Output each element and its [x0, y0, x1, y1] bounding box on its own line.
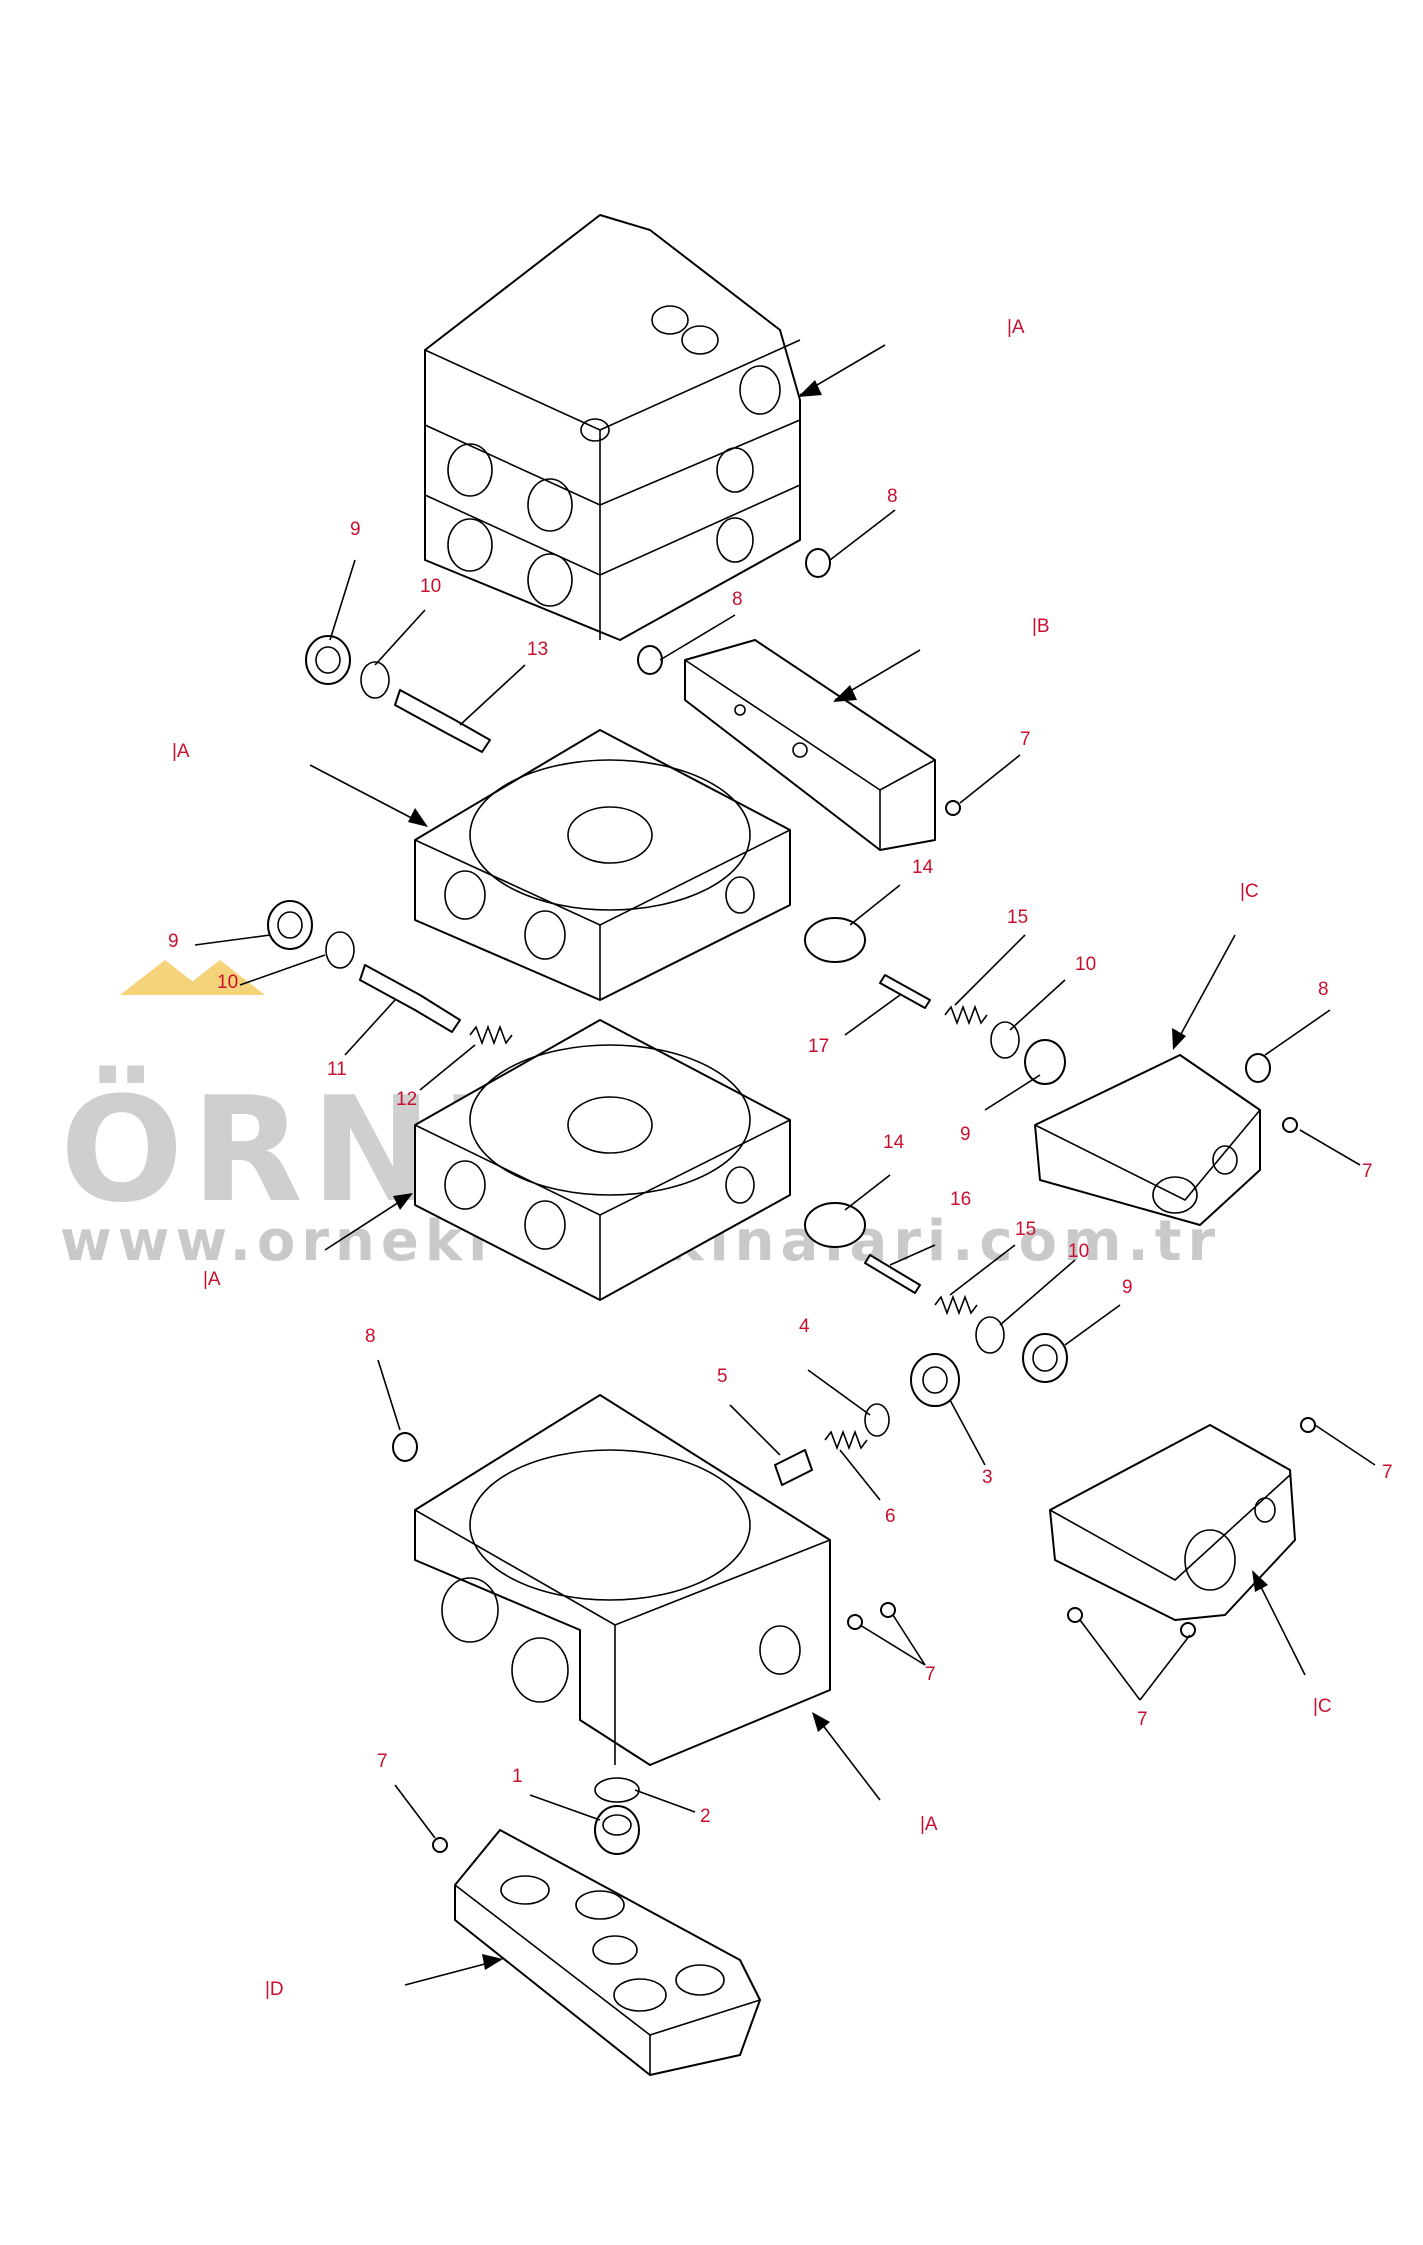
callout-7: 7: [1137, 1709, 1148, 1730]
callout-ref-a: |A: [203, 1269, 221, 1290]
callout-3: 3: [982, 1467, 993, 1488]
callout-15: 15: [1015, 1219, 1036, 1240]
callout-10: 10: [420, 576, 441, 597]
callout-9: 9: [1122, 1277, 1133, 1298]
callout-10: 10: [1068, 1241, 1089, 1262]
callout-9: 9: [168, 931, 179, 952]
callout-7: 7: [377, 1751, 388, 1772]
callout-7: 7: [1382, 1462, 1393, 1483]
callout-8: 8: [887, 486, 898, 507]
watermark-accent-right: [175, 960, 265, 995]
callout-8: 8: [365, 1326, 376, 1347]
callout-2: 2: [700, 1806, 711, 1827]
top-valve-block: [424, 214, 801, 641]
callout-5: 5: [717, 1366, 728, 1387]
callout-ref-c: |C: [1313, 1696, 1332, 1717]
callout-1: 1: [512, 1766, 523, 1787]
callout-14: 14: [883, 1132, 905, 1153]
callout-16: 16: [950, 1189, 971, 1210]
callout-ref-d: |D: [265, 1979, 284, 2000]
callout-15: 15: [1007, 907, 1028, 928]
callout-8: 8: [1318, 979, 1329, 1000]
callout-11: 11: [327, 1059, 347, 1080]
callout-ref-c: |C: [1240, 881, 1259, 902]
callout-ref-a: |A: [172, 741, 190, 762]
end-block-c-lower: [1049, 1424, 1296, 1621]
callout-12: 12: [396, 1089, 417, 1110]
callout-17: 17: [808, 1036, 829, 1057]
callout-ref-a: |A: [1007, 317, 1025, 338]
callout-13: 13: [527, 639, 548, 660]
callout-14: 14: [912, 857, 934, 878]
callout-9: 9: [960, 1124, 971, 1145]
callout-7: 7: [925, 1664, 936, 1685]
callout-ref-b: |B: [1032, 616, 1050, 637]
end-block-c-upper: [1034, 1054, 1261, 1226]
callout-10: 10: [217, 972, 238, 993]
callout-9: 9: [350, 519, 361, 540]
callout-7: 7: [1362, 1161, 1373, 1182]
middle-valve-block-2: [414, 1019, 791, 1301]
plate-d: [454, 1829, 761, 2076]
small-parts: [267, 548, 1316, 1855]
callout-7: 7: [1020, 729, 1031, 750]
arrows-and-leaders: [194, 344, 1376, 1986]
middle-valve-block-1: [414, 729, 791, 1001]
plate-b: [684, 639, 936, 851]
callout-4: 4: [799, 1316, 810, 1337]
callout-6: 6: [885, 1506, 896, 1527]
callout-ref-a: |A: [920, 1814, 938, 1835]
callout-10: 10: [1075, 954, 1096, 975]
callout-8: 8: [732, 589, 743, 610]
bottom-valve-block: [414, 1394, 831, 1766]
callout-labels: 9 10 13 8 8 |A |B 7 |A 14 15 10 9 10 11 …: [168, 317, 1393, 2000]
